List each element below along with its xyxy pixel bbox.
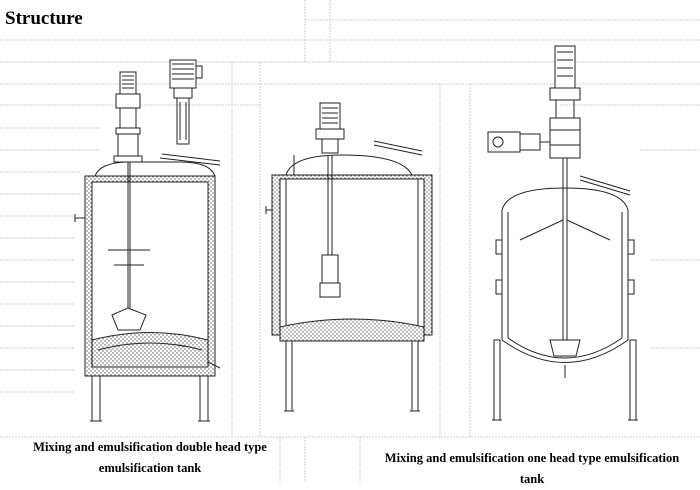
caption-one-head: Mixing and emulsification one head type … [384, 451, 680, 486]
caption-double-head-line1: Mixing and emulsification double head ty… [33, 440, 267, 454]
double-head-tank-drawing [74, 59, 221, 422]
caption-double-head-line2: emulsification tank [98, 461, 202, 475]
one-head-tank-drawing [487, 45, 638, 421]
caption-double-head: Mixing and emulsification double head ty… [30, 437, 270, 479]
middle-tank-drawing [265, 102, 433, 412]
section-title: Structure [5, 8, 83, 29]
